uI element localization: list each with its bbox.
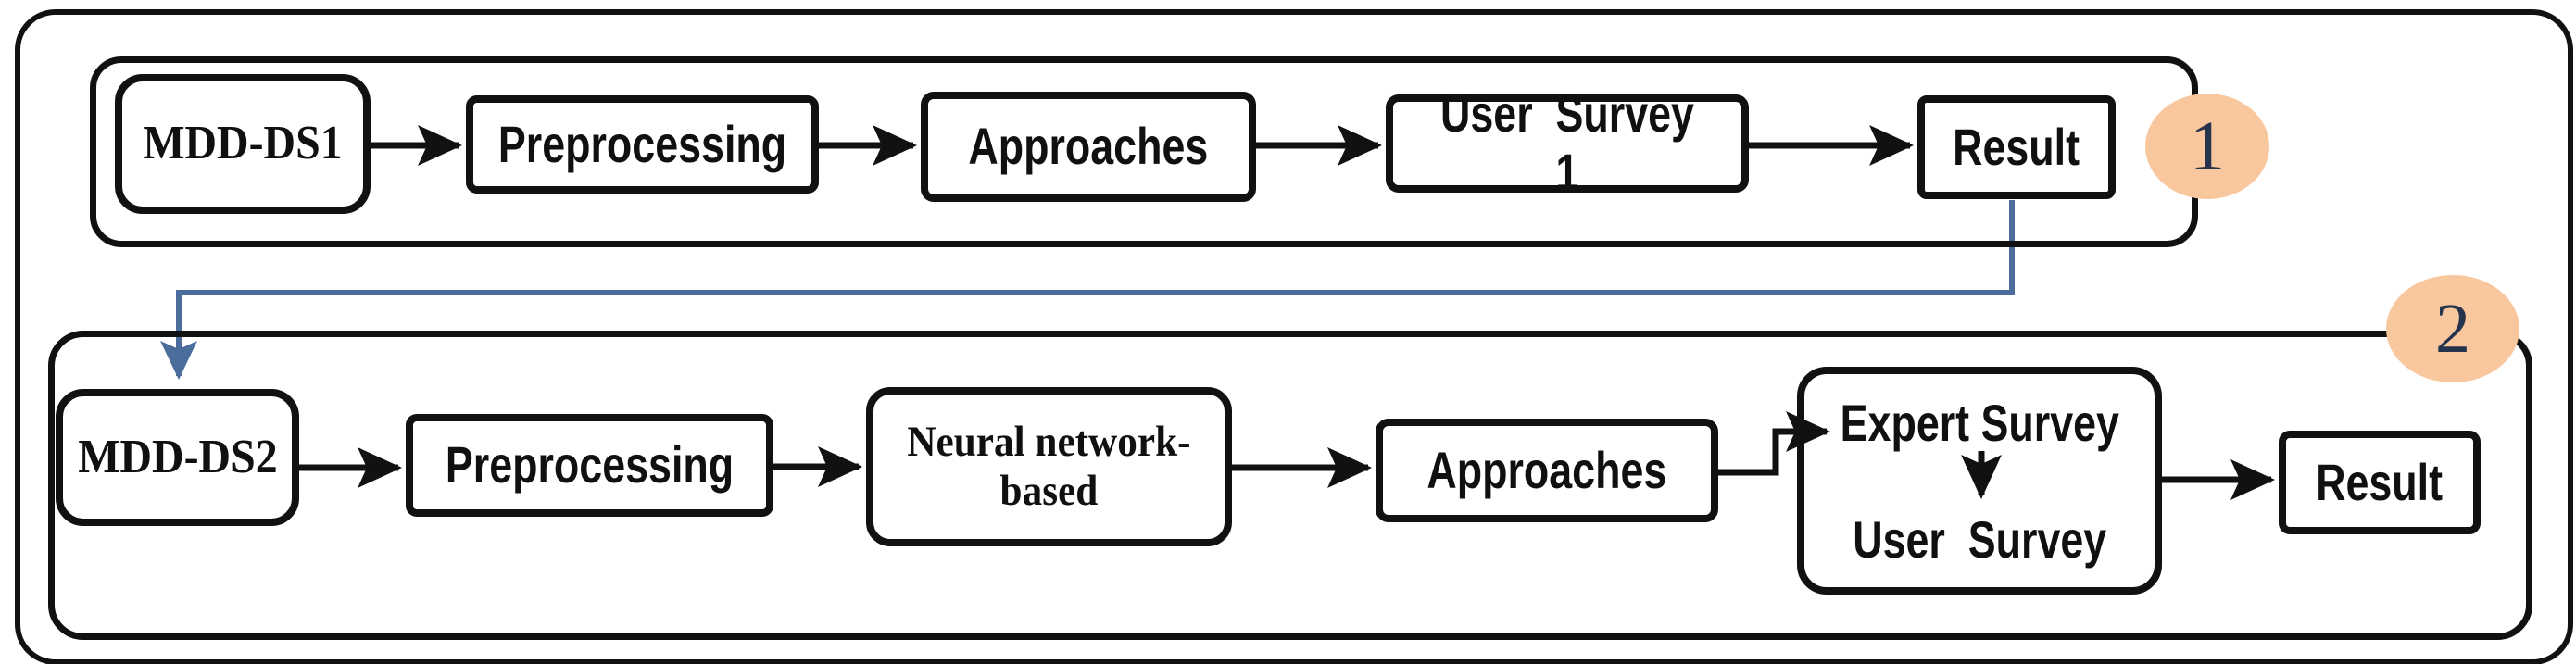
- node-preprocessing-1: Preprocessing: [466, 95, 819, 194]
- node-label: MDD-DS2: [77, 430, 278, 483]
- node-label: Preprocessing: [445, 435, 735, 495]
- node-user-survey-1: User Survey 1: [1386, 84, 1749, 201]
- node-label: Neural network-based: [907, 418, 1190, 515]
- node-label: MDD-DS1: [143, 117, 343, 170]
- node-result-1: Result: [1917, 95, 2116, 199]
- badge-step-2: 2: [2386, 275, 2519, 382]
- badge-label: 2: [2435, 289, 2470, 368]
- node-label: Result: [2316, 452, 2444, 511]
- badge-label: 1: [2190, 106, 2225, 185]
- node-label: Approaches: [968, 117, 1209, 176]
- pipeline2-frame: [48, 331, 2532, 640]
- node-label-line2: based: [999, 467, 1099, 515]
- node-mdd-ds1: MDD-DS1: [115, 74, 371, 214]
- node-mdd-ds2: MDD-DS2: [56, 389, 299, 526]
- node-approaches-1: Approaches: [921, 92, 1256, 202]
- node-label: Result: [1953, 117, 2080, 176]
- node-neural-network-based: Neural network-based: [866, 387, 1232, 546]
- node-result-2: Result: [2279, 431, 2481, 534]
- badge-step-1: 1: [2145, 94, 2269, 199]
- expert-survey-label: Expert Survey: [1804, 394, 2155, 453]
- node-survey-box: Expert Survey User Survey: [1797, 367, 2162, 595]
- node-label: User Survey: [1853, 510, 2106, 569]
- user-survey-label: User Survey: [1804, 510, 2155, 570]
- node-label-line1: Neural network-: [907, 418, 1191, 467]
- node-approaches-2: Approaches: [1376, 419, 1718, 522]
- node-label: Expert Survey: [1840, 394, 2119, 452]
- node-label: Approaches: [1426, 440, 1667, 499]
- node-preprocessing-2: Preprocessing: [406, 414, 773, 517]
- node-label: Preprocessing: [497, 114, 787, 173]
- outer-frame: [15, 9, 2573, 664]
- node-label: User Survey 1: [1440, 84, 1706, 201]
